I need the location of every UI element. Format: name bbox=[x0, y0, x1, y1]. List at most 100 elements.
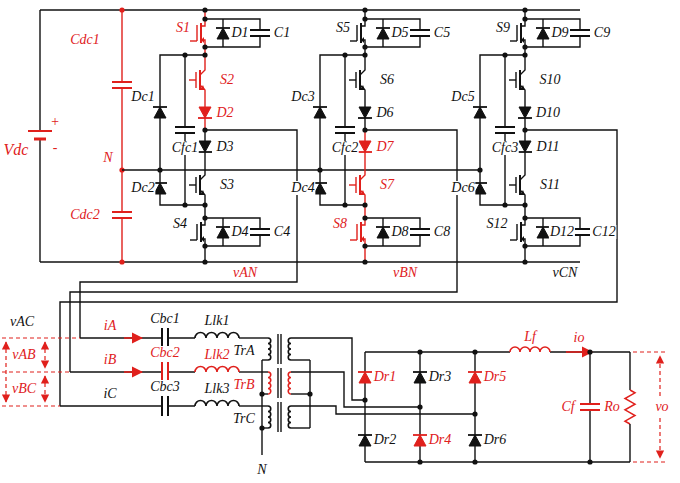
capacitor-gap bbox=[112, 82, 132, 88]
capacitor-gap bbox=[162, 396, 168, 416]
transformer-winding bbox=[268, 338, 271, 360]
mosfet-symbol bbox=[510, 239, 517, 240]
junction-dot bbox=[157, 167, 162, 172]
wire bbox=[80, 337, 195, 338]
capacitor-gap bbox=[162, 328, 168, 348]
mosfet-symbol bbox=[361, 239, 365, 262]
transformer-winding bbox=[288, 338, 291, 360]
output-voltage-line bbox=[633, 461, 666, 462]
igbt-symbol bbox=[359, 70, 361, 90]
mosfet-symbol bbox=[201, 236, 204, 242]
diode-symbol bbox=[358, 371, 372, 373]
diode-symbol bbox=[217, 227, 229, 238]
diode-symbol bbox=[314, 107, 326, 118]
component-label: N bbox=[256, 463, 267, 477]
diode-symbol bbox=[519, 141, 531, 152]
wire bbox=[160, 55, 205, 170]
circuit-drawing bbox=[2, 7, 666, 464]
component-label: D6 bbox=[375, 106, 394, 120]
diode-symbol bbox=[376, 226, 390, 228]
diode-symbol bbox=[468, 371, 482, 373]
diode-symbol bbox=[217, 28, 229, 39]
junction-dot bbox=[317, 167, 322, 172]
wire bbox=[39, 10, 40, 131]
diode-symbol bbox=[413, 371, 427, 373]
component-label: N bbox=[102, 151, 113, 165]
component-label: Dr2 bbox=[373, 433, 398, 447]
diode-symbol bbox=[216, 27, 230, 29]
component-label: S6 bbox=[379, 73, 395, 87]
wire bbox=[291, 406, 475, 414]
capacitor-symbol bbox=[570, 29, 590, 31]
transformer-winding bbox=[268, 406, 271, 428]
junction-dot bbox=[202, 215, 207, 220]
junction-dot bbox=[502, 202, 507, 207]
wire bbox=[291, 393, 310, 394]
junction-dot bbox=[342, 52, 347, 57]
component-label: Cfc2 bbox=[331, 141, 359, 155]
component-label: S2 bbox=[219, 73, 235, 87]
component-label: Dr4 bbox=[428, 433, 453, 447]
diode-symbol bbox=[414, 435, 426, 446]
component-label: Cdc1 bbox=[69, 33, 101, 47]
component-label: TrA bbox=[232, 344, 255, 358]
igbt-symbol bbox=[520, 190, 525, 195]
diode-symbol bbox=[359, 141, 371, 152]
capacitor-symbol bbox=[410, 228, 430, 230]
capacitor-gap bbox=[570, 30, 590, 36]
wire bbox=[239, 405, 268, 406]
capacitor-gap bbox=[495, 127, 515, 133]
capacitor-symbol bbox=[570, 35, 590, 37]
component-label: Llk2 bbox=[204, 348, 231, 362]
component-label: vBN bbox=[392, 266, 418, 280]
capacitor-gap bbox=[410, 30, 430, 36]
component-label: TrC bbox=[232, 412, 256, 426]
mosfet-symbol bbox=[361, 37, 364, 43]
mosfet-symbol bbox=[350, 239, 357, 240]
component-label: Dr6 bbox=[483, 433, 508, 447]
diode-symbol bbox=[313, 106, 327, 108]
diode-symbol bbox=[536, 27, 550, 29]
capacitor-symbol bbox=[410, 234, 430, 236]
diode-symbol bbox=[469, 435, 481, 446]
capacitor-gap bbox=[410, 229, 430, 235]
transformer-winding bbox=[288, 406, 291, 428]
component-label: Dr3 bbox=[428, 370, 453, 384]
component-label: C9 bbox=[593, 26, 611, 40]
mosfet-symbol bbox=[516, 224, 517, 240]
junction-dot bbox=[522, 243, 527, 248]
current-arrow bbox=[124, 371, 142, 373]
transformer-winding bbox=[268, 372, 271, 394]
component-label: S9 bbox=[495, 21, 511, 35]
inductor-symbol bbox=[195, 367, 239, 372]
diode-symbol bbox=[153, 106, 167, 108]
junction-dot bbox=[522, 16, 527, 21]
igbt-symbol bbox=[509, 79, 516, 80]
diode-symbol bbox=[359, 107, 371, 118]
wire bbox=[291, 338, 365, 400]
component-label: Ro bbox=[603, 400, 621, 414]
diode-symbol bbox=[413, 434, 427, 436]
mosfet-symbol bbox=[510, 40, 517, 41]
component-label: vAB bbox=[11, 348, 36, 362]
wire bbox=[262, 359, 268, 360]
component-label: S12 bbox=[486, 217, 509, 231]
wire bbox=[629, 352, 630, 390]
component-label: D10 bbox=[535, 106, 561, 120]
transformer-core bbox=[280, 368, 281, 398]
diode-symbol bbox=[376, 27, 390, 29]
diode-symbol bbox=[469, 372, 481, 383]
resistor-symbol bbox=[625, 390, 635, 424]
component-label: Dc6 bbox=[450, 181, 475, 195]
dc-output-rail bbox=[365, 351, 510, 352]
capacitor-symbol bbox=[495, 132, 515, 134]
voltage-arrow bbox=[5, 342, 6, 402]
component-label: D2 bbox=[215, 106, 234, 120]
diode-symbol bbox=[359, 435, 371, 446]
inductor-symbol bbox=[195, 401, 239, 407]
diode-symbol bbox=[154, 183, 166, 194]
capacitor-gap bbox=[112, 212, 132, 218]
current-arrow bbox=[124, 337, 142, 339]
igbt-symbol bbox=[189, 184, 196, 185]
component-label: vAN bbox=[232, 266, 258, 280]
